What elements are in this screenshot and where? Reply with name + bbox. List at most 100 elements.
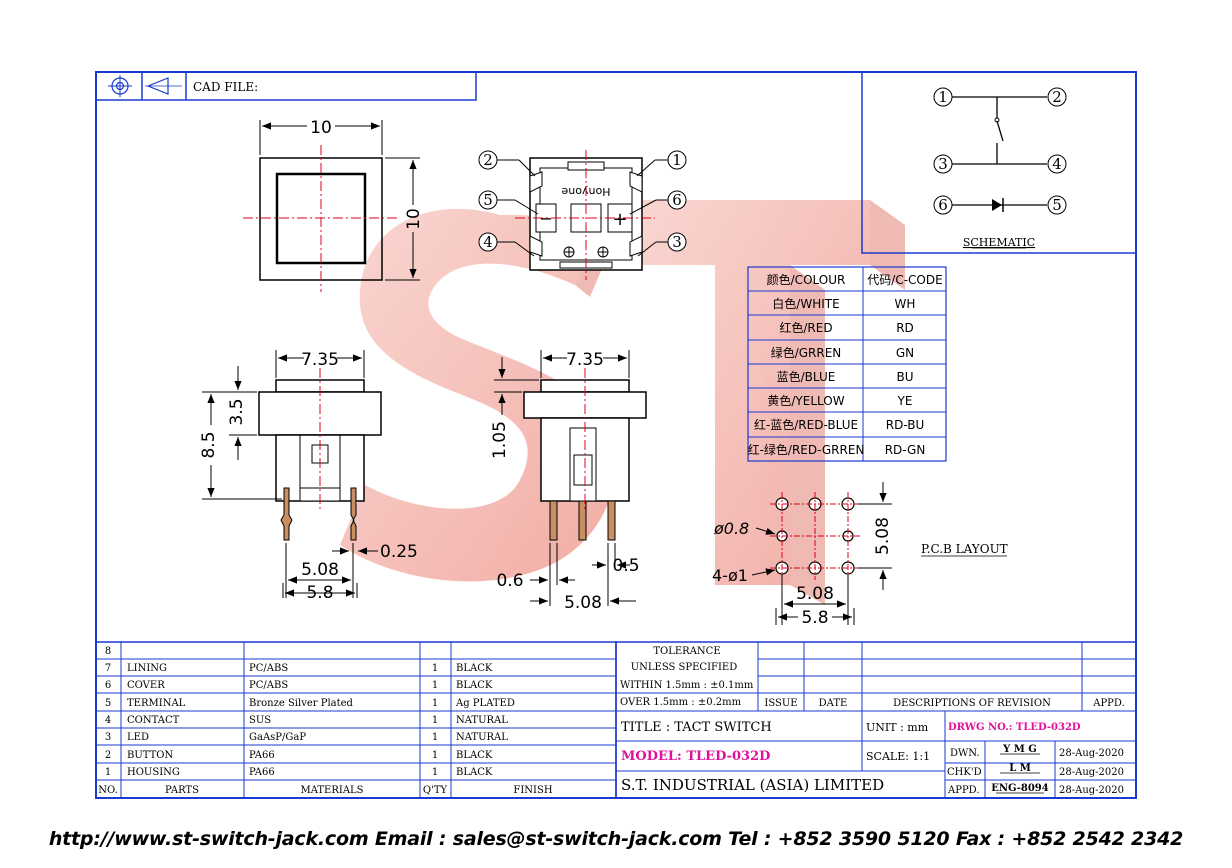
dim-top-height: 10 — [404, 208, 424, 230]
bom-part: LED — [127, 732, 149, 743]
bottom-pin-3: 3 — [672, 233, 682, 251]
dim-pcb-hole-large: 4-ø1 — [712, 566, 748, 585]
bom-qty: 1 — [432, 750, 438, 761]
bottom-pin-4: 4 — [483, 233, 493, 251]
chkd-label: CHK'D — [947, 767, 982, 778]
dwn-date: 28-Aug-2020 — [1059, 748, 1124, 759]
bom-no: 4 — [105, 715, 111, 726]
chkd-date: 28-Aug-2020 — [1059, 767, 1124, 778]
cad-file-label: CAD FILE: — [193, 80, 258, 94]
colour-cell: 红-绿色/RED-GRREN — [748, 442, 865, 457]
bom-material: PC/ABS — [249, 680, 288, 691]
switch-contact — [996, 120, 1004, 142]
dim-front-width: 7.35 — [566, 350, 604, 370]
tolerance-subtitle: UNLESS SPECIFIED — [631, 662, 738, 673]
bottom-pin-6: 6 — [672, 191, 682, 209]
code-cell: YE — [897, 394, 913, 408]
colour-cell: 蓝色/BLUE — [777, 370, 836, 384]
code-cell: WH — [895, 297, 916, 311]
bom-qty: 1 — [432, 732, 438, 743]
code-cell: RD — [896, 321, 914, 335]
bom-no: 6 — [105, 680, 111, 691]
bom-finish: NATURAL — [456, 732, 508, 743]
contact-footer: http://www.st-switch-jack.com Email : sa… — [48, 828, 1184, 850]
dim-side-total-height: 8.5 — [199, 431, 219, 458]
bom-material: Bronze Silver Plated — [249, 698, 354, 709]
dim-side-pin-span: 5.8 — [306, 583, 333, 603]
drawing-number: DRWG NO.: TLED-032D — [948, 722, 1081, 733]
appd-name: ENG-8094 — [991, 783, 1049, 794]
revision-date: DATE — [819, 698, 848, 709]
bom-finish: BLACK — [456, 767, 493, 778]
schematic-pin-5: 6 — [938, 196, 948, 214]
bom-finish: Ag PLATED — [455, 698, 515, 709]
dwn-name: Y M G — [1002, 744, 1037, 755]
pcb-layout: ø0.8 4-ø1 5.08 5.08 5.8 P.C.B LAYOUT — [712, 482, 1008, 628]
bom-finish: BLACK — [456, 680, 493, 691]
dim-front-pin-left: 0.6 — [496, 571, 523, 591]
bom-part: LINING — [127, 663, 167, 674]
colour-cell: 红色/RED — [779, 320, 832, 335]
bom-material: SUS — [249, 715, 271, 726]
bom-header-parts: PARTS — [165, 785, 199, 796]
bom-qty: 1 — [432, 715, 438, 726]
top-view: 10 10 — [243, 118, 424, 292]
pcb-layout-label: P.C.B LAYOUT — [921, 542, 1008, 556]
bom-part: TERMINAL — [127, 698, 186, 709]
schematic-pin-2: 2 — [1052, 88, 1062, 106]
colour-cell: 绿色/GRREN — [771, 345, 842, 360]
model-number: MODEL: TLED-032D — [621, 749, 770, 764]
bom-part: COVER — [127, 680, 165, 691]
dim-front-cap-height: 1.05 — [490, 421, 510, 459]
chkd-name: L M — [1009, 763, 1031, 774]
bom-part: BUTTON — [127, 750, 174, 761]
company-name: S.T. INDUSTRIAL (ASIA) LIMITED — [621, 776, 884, 794]
dim-side-cap-height: 3.5 — [227, 398, 247, 425]
bom-material: PC/ABS — [249, 663, 288, 674]
dim-side-pin-thickness: 0.25 — [380, 542, 418, 562]
code-header: 代码/C-CODE — [867, 273, 942, 287]
appd-label: APPD. — [947, 785, 980, 796]
bom-part: HOUSING — [127, 767, 180, 778]
unit-text: UNIT : mm — [866, 721, 929, 734]
cad-file-header: CAD FILE: — [95, 71, 477, 101]
colour-cell: 红-蓝色/RED-BLUE — [754, 417, 858, 432]
dim-front-pin-right: 0.5 — [612, 556, 639, 576]
bom-qty: 1 — [432, 680, 438, 691]
title-block: TOLERANCE UNLESS SPECIFIED WITHIN 1.5mm … — [615, 641, 1137, 799]
bom-header-finish: FINISH — [513, 785, 552, 796]
bom-finish: BLACK — [456, 750, 493, 761]
bom-no: 8 — [105, 646, 111, 657]
colour-cell: 白色/WHITE — [772, 296, 839, 311]
bom-finish: NATURAL — [456, 715, 508, 726]
bom-material: PA66 — [249, 767, 275, 778]
tolerance-over: OVER 1.5mm : ±0.2mm — [620, 697, 742, 708]
colour-cell: 黄色/YELLOW — [767, 394, 844, 408]
bottom-pin-2: 2 — [483, 151, 493, 169]
bom-table: 8 7 LINING PC/ABS 1 BLACK 6 COVER PC/ABS… — [95, 641, 617, 799]
bom-qty: 1 — [432, 663, 438, 674]
bottom-view: Honyone − + 2 1 5 6 4 3 — [478, 150, 687, 280]
bom-header-no: NO. — [98, 785, 118, 796]
bom-qty: 1 — [432, 767, 438, 778]
dim-side-pin-pitch: 5.08 — [301, 560, 339, 580]
side-view: 7.35 3.5 8.5 0.25 5.08 5.8 — [199, 350, 418, 603]
title-text: TITLE : TACT SWITCH — [621, 720, 772, 735]
schematic-pin-6: 5 — [1052, 196, 1062, 214]
revision-appd: APPD. — [1092, 698, 1125, 709]
bom-material: GaAsP/GaP — [249, 732, 306, 743]
dim-side-width: 7.35 — [301, 350, 339, 370]
colour-table: 颜色/COLOUR 代码/C-CODE 白色/WHITE WH 红色/RED R… — [747, 266, 947, 462]
bom-no: 7 — [105, 663, 111, 674]
bom-finish: BLACK — [456, 663, 493, 674]
dim-pcb-hole-small: ø0.8 — [713, 519, 749, 538]
schematic-pin-1: 1 — [938, 88, 948, 106]
code-cell: BU — [896, 370, 913, 384]
schematic-pin-4: 4 — [1052, 155, 1062, 173]
front-view: 7.35 1.05 0.6 0.5 5.08 — [490, 350, 647, 613]
led-diode-symbol — [992, 199, 1002, 211]
revision-issue: ISSUE — [764, 698, 797, 709]
schematic-title: SCHEMATIC — [963, 236, 1035, 249]
tolerance-title: TOLERANCE — [653, 646, 720, 657]
schematic-pin-3: 3 — [938, 155, 948, 173]
